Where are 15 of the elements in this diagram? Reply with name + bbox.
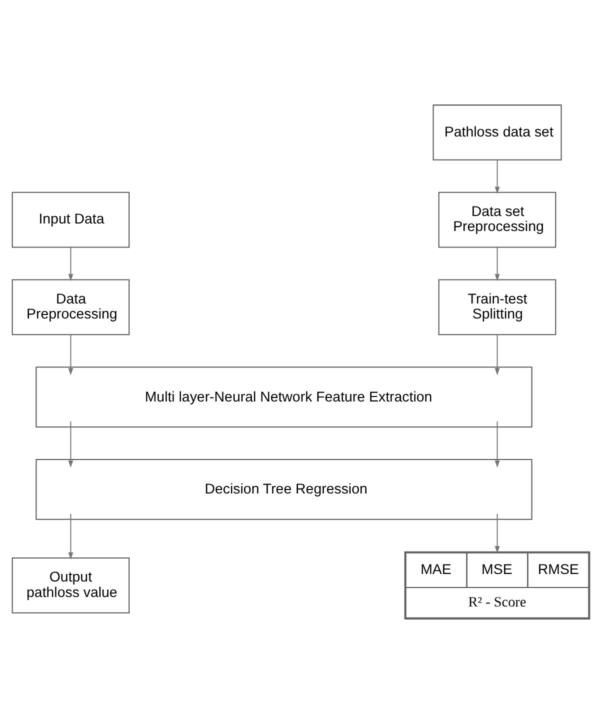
node-box: Data Preprocessing [12, 279, 130, 336]
arrow [68, 514, 74, 560]
node-box: Data set Preprocessing [438, 192, 556, 248]
arrow [494, 247, 500, 282]
arrow [494, 514, 500, 554]
arrow [494, 160, 500, 194]
arrow [68, 334, 74, 376]
node-box: Output pathloss value [12, 558, 130, 614]
arrow [494, 421, 500, 468]
arrow [68, 247, 74, 282]
node-box: Pathloss data set [432, 104, 562, 160]
arrow [68, 421, 74, 468]
arrow [494, 334, 500, 376]
node-box: Input Data [12, 192, 130, 248]
node-box: Train-test Splitting [438, 279, 556, 336]
